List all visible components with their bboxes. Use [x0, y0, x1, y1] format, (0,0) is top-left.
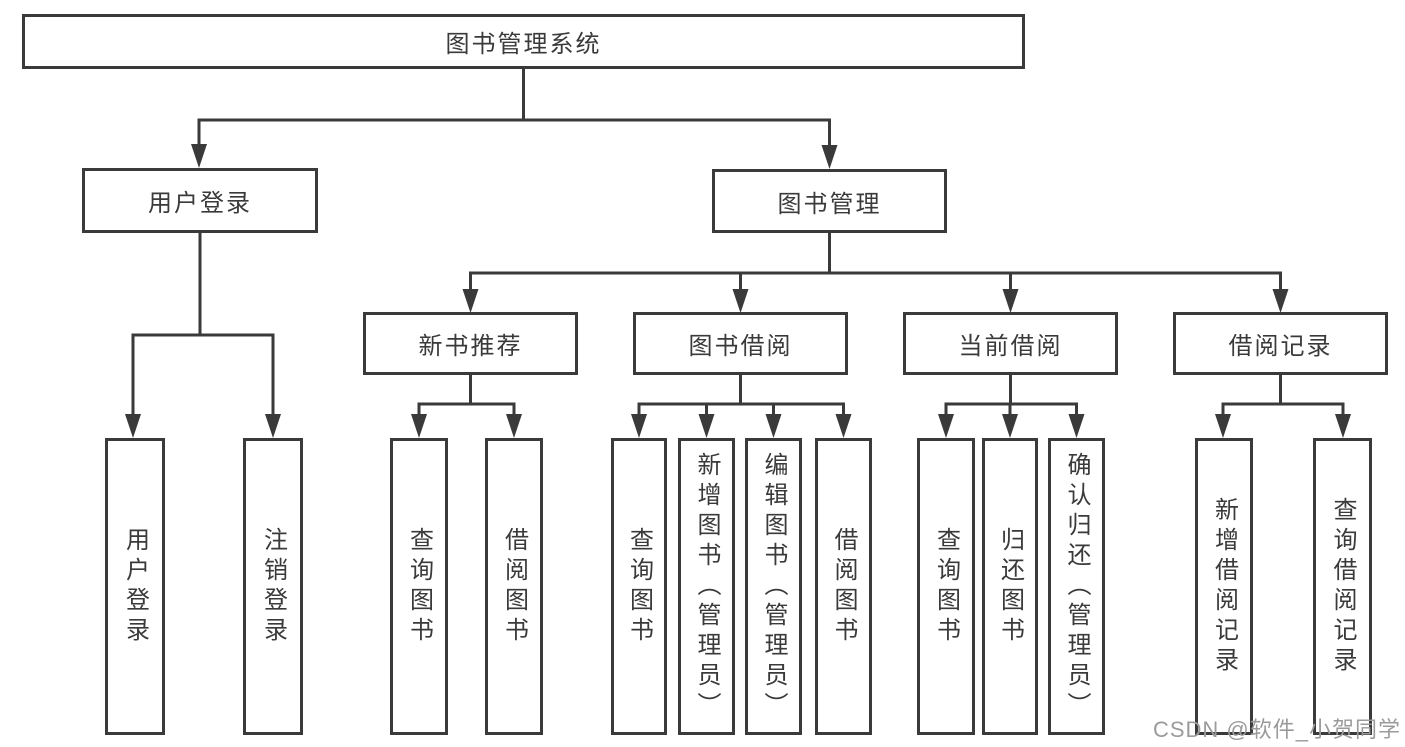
- leaf-edit-books-admin: 编辑图书（管理员）: [745, 438, 802, 735]
- node-borrow-records: 借阅记录: [1173, 312, 1388, 375]
- leaf-query-books-2: 查询图书: [611, 438, 667, 735]
- arrowhead: [1215, 414, 1231, 438]
- leaf-return-books: 归还图书: [982, 438, 1038, 735]
- connector-borrowrecords-to-leaves: [1221, 375, 1345, 420]
- arrowhead: [411, 414, 427, 438]
- arrowhead: [265, 414, 281, 438]
- node-book-management: 图书管理: [712, 169, 947, 233]
- leaf-confirm-return-admin: 确认归还（管理员）: [1048, 438, 1105, 735]
- connector-currentborrow-to-leaves: [944, 375, 1078, 420]
- arrowhead: [506, 414, 522, 438]
- arrowhead: [462, 289, 479, 313]
- csdn-watermark: CSDN @软件_小贺同学: [1152, 717, 1401, 742]
- node-current-borrow: 当前借阅: [903, 312, 1118, 375]
- arrowhead: [631, 414, 647, 438]
- arrowhead: [1335, 414, 1351, 438]
- leaf-add-books-admin: 新增图书（管理员）: [678, 438, 735, 735]
- arrowhead: [1068, 414, 1085, 438]
- connector-bookmgmt-to-level3: [469, 233, 1282, 295]
- leaf-query-books-1: 查询图书: [390, 438, 448, 735]
- arrowhead: [938, 414, 954, 438]
- arrowheads: [125, 144, 1351, 438]
- arrowhead: [1272, 289, 1289, 313]
- arrowhead: [1002, 414, 1018, 438]
- leaf-query-books-3: 查询图书: [917, 438, 975, 735]
- arrowhead: [698, 414, 715, 438]
- connector-userlogin-to-leaves: [131, 233, 275, 420]
- node-library-management-system: 图书管理系统: [22, 14, 1025, 69]
- leaf-logout: 注销登录: [243, 438, 303, 735]
- leaf-query-borrow-record: 查询借阅记录: [1313, 438, 1372, 735]
- arrowhead: [125, 414, 141, 438]
- arrowhead: [191, 144, 207, 168]
- leaf-borrow-books-1: 借阅图书: [485, 438, 543, 735]
- arrowhead: [835, 414, 852, 438]
- node-book-borrow: 图书借阅: [633, 312, 848, 375]
- connector-root-to-level2: [197, 69, 831, 151]
- arrowhead: [765, 414, 782, 438]
- connector-newbooks-to-leaves: [417, 375, 516, 420]
- connector-bookborrow-to-leaves: [637, 375, 845, 420]
- leaf-borrow-books-2: 借阅图书: [815, 438, 872, 735]
- arrowhead: [821, 145, 838, 169]
- arrowhead: [1002, 289, 1019, 313]
- leaf-add-borrow-record: 新增借阅记录: [1195, 438, 1253, 735]
- arrowhead: [732, 289, 749, 313]
- node-user-login: 用户登录: [82, 168, 318, 233]
- node-new-book-recommend: 新书推荐: [363, 312, 578, 375]
- leaf-user-login: 用户登录: [105, 438, 165, 735]
